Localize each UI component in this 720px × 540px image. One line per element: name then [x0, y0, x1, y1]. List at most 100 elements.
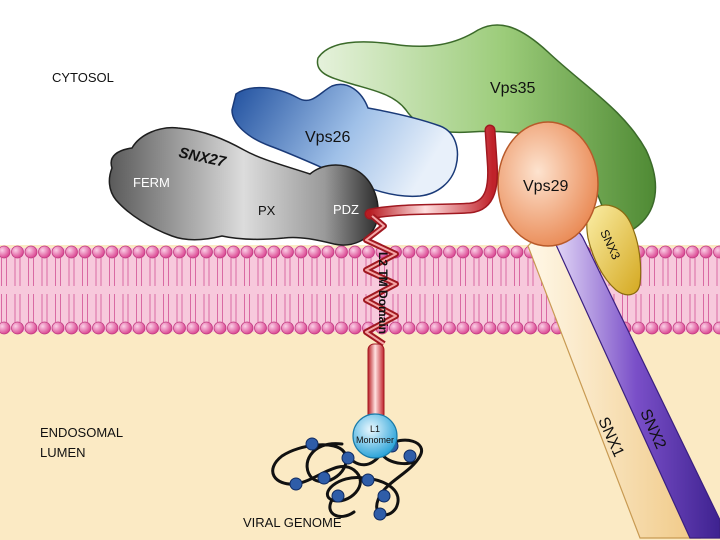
- lipid-head: [173, 321, 186, 335]
- lipid-heads: [0, 245, 720, 335]
- viral-genome-label: VIRAL GENOME: [243, 515, 342, 530]
- lipid-head: [92, 245, 105, 259]
- lipid-head: [119, 245, 132, 259]
- lipid-head: [510, 245, 524, 259]
- lipid-head: [456, 321, 470, 335]
- lipid-head: [51, 245, 65, 259]
- genome-bead: [289, 477, 303, 491]
- l2-transmembrane-helix-highlight: [365, 215, 397, 345]
- lipid-head: [267, 321, 281, 335]
- l1-monomer: [352, 413, 398, 459]
- lipid-head: [308, 245, 321, 259]
- lipid-head: [456, 245, 470, 259]
- lipid-head: [92, 321, 105, 335]
- l2-luminal-segment: [367, 343, 385, 421]
- cytosol-label: CYTOSOL: [52, 70, 114, 85]
- endosomal-label: ENDOSOMAL: [40, 425, 123, 440]
- lipid-head: [105, 245, 119, 259]
- lipid-head: [348, 321, 362, 335]
- lipid-head: [699, 321, 713, 335]
- lipid-head: [38, 321, 51, 335]
- lipid-head: [659, 321, 672, 335]
- lipid-head: [227, 245, 240, 259]
- lipid-head: [38, 245, 51, 259]
- lipid-head: [389, 321, 402, 335]
- lipid-head: [416, 321, 429, 335]
- px-label: PX: [258, 203, 276, 218]
- lipid-head: [281, 321, 294, 335]
- lipid-head: [686, 245, 699, 259]
- genome-bead: [341, 451, 355, 465]
- lipid-head: [645, 321, 659, 335]
- lipid-head: [146, 245, 159, 259]
- lipid-head: [51, 321, 65, 335]
- lipid-head: [173, 245, 186, 259]
- lipid-head: [470, 245, 483, 259]
- lipid-head: [146, 321, 159, 335]
- lipid-head: [281, 245, 294, 259]
- lipid-head: [470, 321, 483, 335]
- lipid-head: [159, 245, 173, 259]
- lipid-head: [632, 321, 645, 335]
- lipid-head: [699, 245, 713, 259]
- genome-bead: [361, 473, 375, 487]
- lipid-head: [443, 245, 456, 259]
- lipid-head: [294, 321, 308, 335]
- genome-bead: [403, 449, 417, 463]
- ferm-label: FERM: [133, 175, 170, 190]
- lipid-head: [348, 245, 362, 259]
- lipid-head: [159, 321, 173, 335]
- lipid-head: [24, 245, 38, 259]
- lipid-head: [132, 245, 146, 259]
- lipid-head: [294, 245, 308, 259]
- lipid-head: [402, 321, 416, 335]
- lipid-head: [78, 321, 92, 335]
- l2-cytosolic-tail-highlight: [366, 126, 497, 218]
- lipid-head: [254, 321, 267, 335]
- vps29-label: Vps29: [523, 178, 568, 195]
- lipid-head: [645, 245, 659, 259]
- lipid-head: [11, 321, 24, 335]
- lipid-head: [213, 245, 227, 259]
- vps26-label: Vps26: [305, 129, 350, 146]
- lipid-head: [402, 245, 416, 259]
- lipid-head: [362, 245, 375, 259]
- lipid-head: [429, 321, 443, 335]
- lipid-head: [308, 321, 321, 335]
- snx3-protein: [586, 204, 642, 296]
- lipid-head: [443, 321, 456, 335]
- lipid-head: [483, 321, 497, 335]
- snx27-protein: [108, 126, 379, 246]
- lipid-head: [200, 321, 213, 335]
- lipid-head: [524, 321, 537, 335]
- genome-bead: [317, 471, 331, 485]
- lipid-head: [186, 245, 200, 259]
- lipid-head: [672, 245, 686, 259]
- pdz-label: PDZ: [333, 202, 359, 217]
- lipid-head: [240, 245, 254, 259]
- lipid-head: [11, 245, 24, 259]
- l2-tm-domain-label: L2 TM Domain: [376, 252, 390, 334]
- lipid-head: [497, 321, 510, 335]
- lipid-head: [672, 321, 686, 335]
- monomer-label: Monomer: [356, 435, 394, 445]
- lipid-head: [483, 245, 497, 259]
- genome-bead: [305, 437, 319, 451]
- genome-bead: [377, 489, 391, 503]
- lipid-head: [213, 321, 227, 335]
- genome-bead: [331, 489, 345, 503]
- lipid-head: [186, 321, 200, 335]
- lipid-head: [0, 245, 11, 259]
- vps35-label: Vps35: [490, 80, 535, 97]
- lipid-head: [65, 245, 78, 259]
- lipid-head: [335, 245, 348, 259]
- genome-bead: [373, 507, 387, 521]
- lipid-head: [510, 321, 524, 335]
- lipid-head: [24, 321, 38, 335]
- lipid-head: [254, 245, 267, 259]
- lipid-head: [416, 245, 429, 259]
- lumen-label: LUMEN: [40, 445, 86, 460]
- lipid-head: [105, 321, 119, 335]
- lipid-head: [78, 245, 92, 259]
